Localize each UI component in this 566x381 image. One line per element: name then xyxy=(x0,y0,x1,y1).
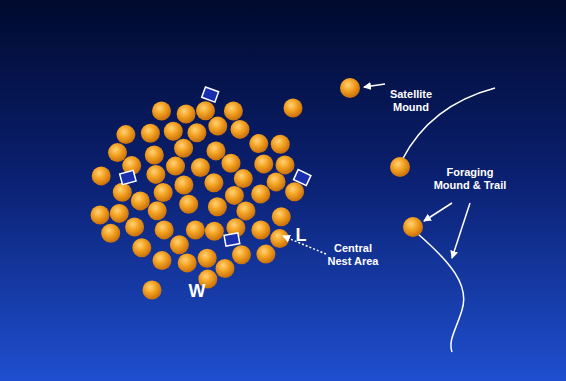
nest-mound xyxy=(143,281,162,300)
nest-mound xyxy=(131,191,150,210)
callout-label: Central Nest Area xyxy=(322,242,384,267)
nest-mound xyxy=(204,173,223,192)
foraging-trail xyxy=(418,234,464,352)
nest-mound xyxy=(198,249,217,268)
nest-mound xyxy=(179,195,198,214)
marker-flag xyxy=(202,87,219,102)
nest-mound xyxy=(236,201,255,220)
nest-mound xyxy=(186,221,205,240)
nest-mound xyxy=(256,245,275,264)
foraging-mound xyxy=(403,217,423,237)
nest-mound xyxy=(178,253,197,272)
nest-mound xyxy=(154,183,173,202)
nest-mound xyxy=(177,105,196,124)
nest-mound xyxy=(271,135,290,154)
nest-mound xyxy=(170,235,189,254)
nest-mound xyxy=(222,154,241,173)
nest-mound xyxy=(251,221,270,240)
callout-label: Foraging Mound & Trail xyxy=(430,166,510,191)
nest-mound xyxy=(208,197,227,216)
nest-mound xyxy=(110,204,129,223)
nest-mound xyxy=(254,154,273,173)
nest-mound xyxy=(92,166,111,185)
nest-mound xyxy=(208,117,227,136)
nest-mound xyxy=(231,120,250,139)
marker-flag xyxy=(294,170,311,186)
nest-mound xyxy=(116,125,135,144)
nest-mound xyxy=(108,143,127,162)
nest-mound xyxy=(153,251,172,270)
nest-mound xyxy=(267,172,286,191)
marker-flag xyxy=(224,233,240,246)
foraging-mound xyxy=(390,157,410,177)
nest-mound xyxy=(216,259,235,278)
nest-mound xyxy=(152,102,171,121)
nest-mound xyxy=(276,155,295,174)
nest-mound xyxy=(166,157,185,176)
nest-mound xyxy=(224,102,243,121)
nest-mound xyxy=(270,229,289,248)
nest-mound xyxy=(155,220,174,239)
nest-mound xyxy=(146,165,165,184)
nest-mound xyxy=(207,141,226,160)
nest-mound xyxy=(148,201,167,220)
nest-mound xyxy=(232,245,251,264)
nest-mound xyxy=(145,146,164,165)
satellite-mound xyxy=(340,78,360,98)
nest-mound xyxy=(91,206,110,225)
nest-mound xyxy=(191,158,210,177)
nest-mound xyxy=(125,218,144,237)
nest-mound xyxy=(132,238,151,257)
nest-mound xyxy=(187,123,206,142)
nest-mound xyxy=(234,169,253,188)
nest-mound xyxy=(272,207,291,226)
nest-mound xyxy=(285,182,304,201)
nest-mound xyxy=(101,224,120,243)
marker-letter: L xyxy=(293,225,309,246)
leader-arrow xyxy=(424,203,452,221)
nest-mound xyxy=(196,101,215,120)
nest-mound xyxy=(174,139,193,158)
leader-arrow xyxy=(364,84,385,87)
nest-mound xyxy=(164,122,183,141)
nest-mound xyxy=(225,186,244,205)
nest-mound xyxy=(174,176,193,195)
callout-label: Satellite Mound xyxy=(380,88,442,113)
nest-mound xyxy=(205,222,224,241)
nest-mound xyxy=(141,124,160,143)
nest-mound xyxy=(113,183,132,202)
nest-mound xyxy=(251,184,270,203)
nest-mound xyxy=(249,134,268,153)
nest-mound xyxy=(284,99,303,118)
leader-arrow xyxy=(452,203,470,258)
marker-flag xyxy=(120,170,136,184)
marker-letter: W xyxy=(186,281,208,302)
